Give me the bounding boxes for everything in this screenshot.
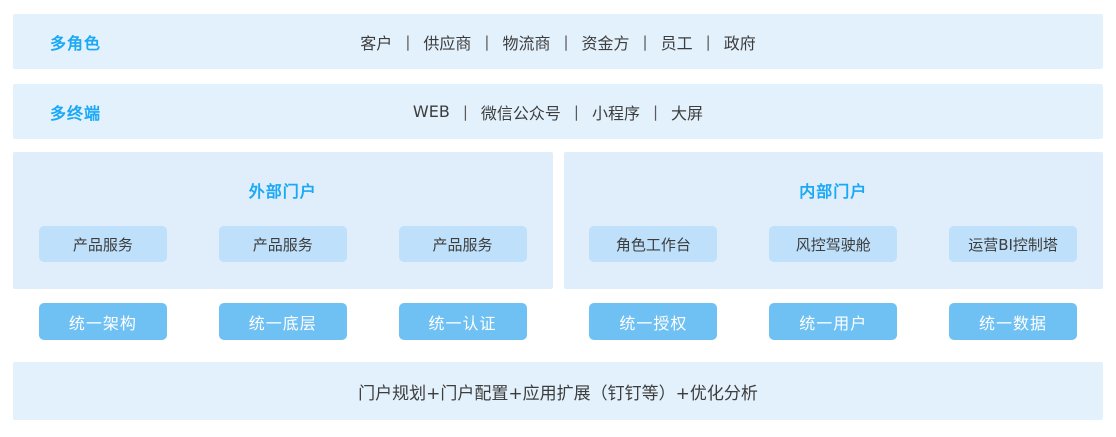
- external-box-product-service-2: 产品服务: [218, 226, 347, 262]
- role-item-government: 政府: [723, 33, 756, 53]
- external-box-product-service-1: 产品服务: [38, 226, 167, 262]
- internal-portal-panel: 内部门户 角色工作台 风控驾驶舱 运营BI控制塔: [563, 152, 1104, 289]
- separator: |: [484, 32, 490, 51]
- panel-column: 产品服务: [13, 226, 193, 262]
- panel-column: 产品服务: [193, 226, 373, 262]
- role-item-funder: 资金方: [581, 33, 630, 53]
- separator: |: [563, 32, 569, 51]
- panel-column: 风控驾驶舱: [743, 226, 923, 262]
- terminal-item-mini-program: 小程序: [591, 103, 640, 123]
- multi-role-items: 客户 | 供应商 | 物流商 | 资金方 | 员工 | 政府: [360, 30, 755, 54]
- footer-band: 门户规划+门户配置+应用扩展（钉钉等）+优化分析: [13, 362, 1103, 420]
- button-column: 统一底层: [193, 303, 373, 340]
- internal-box-role-workbench: 角色工作台: [589, 226, 718, 262]
- separator: |: [462, 102, 468, 121]
- unified-authentication-button: 统一认证: [398, 303, 527, 340]
- external-portal-title: 外部门户: [248, 182, 317, 201]
- unified-buttons-left-group: 统一架构 统一底层 统一认证: [13, 303, 553, 340]
- button-column: 统一认证: [373, 303, 553, 340]
- footer-text: 门户规划+门户配置+应用扩展（钉钉等）+优化分析: [358, 383, 758, 404]
- separator: |: [705, 32, 711, 51]
- button-column: 统一用户: [743, 303, 923, 340]
- unified-base-layer-button: 统一底层: [218, 303, 347, 340]
- terminal-item-web: WEB: [412, 102, 450, 121]
- internal-portal-title: 内部门户: [799, 182, 868, 201]
- unified-authorization-button: 统一授权: [589, 303, 718, 340]
- internal-box-operation-bi-tower: 运营BI控制塔: [949, 226, 1078, 262]
- external-box-product-service-3: 产品服务: [398, 226, 527, 262]
- terminal-item-big-screen: 大屏: [671, 103, 704, 123]
- multi-role-band: 多角色 客户 | 供应商 | 物流商 | 资金方 | 员工 | 政府: [13, 14, 1103, 69]
- unified-architecture-button: 统一架构: [38, 303, 167, 340]
- panel-column: 产品服务: [373, 226, 553, 262]
- panel-column: 角色工作台: [564, 226, 744, 262]
- button-column: 统一架构: [13, 303, 193, 340]
- separator: |: [573, 102, 579, 121]
- role-item-customer: 客户: [360, 33, 393, 53]
- button-column: 统一数据: [923, 303, 1103, 340]
- multi-terminal-label: 多终端: [50, 103, 102, 123]
- unified-data-button: 统一数据: [949, 303, 1078, 340]
- external-portal-boxes: 产品服务 产品服务 产品服务: [13, 226, 553, 262]
- multi-terminal-items: WEB | 微信公众号 | 小程序 | 大屏: [413, 100, 703, 124]
- unified-buttons-row: 统一架构 统一底层 统一认证 统一授权 统一用户 统一数据: [13, 303, 1103, 340]
- button-column: 统一授权: [564, 303, 744, 340]
- multi-terminal-band: 多终端 WEB | 微信公众号 | 小程序 | 大屏: [13, 84, 1103, 139]
- separator: |: [642, 32, 648, 51]
- unified-user-button: 统一用户: [769, 303, 898, 340]
- internal-portal-boxes: 角色工作台 风控驾驶舱 运营BI控制塔: [564, 226, 1104, 262]
- internal-box-risk-cockpit: 风控驾驶舱: [769, 226, 898, 262]
- role-item-supplier: 供应商: [423, 33, 472, 53]
- role-item-employee: 员工: [660, 33, 693, 53]
- portal-panels: 外部门户 产品服务 产品服务 产品服务 内部门户 角色工作台: [13, 152, 1103, 289]
- separator: |: [405, 32, 411, 51]
- external-portal-panel: 外部门户 产品服务 产品服务 产品服务: [13, 152, 553, 289]
- separator: |: [652, 102, 659, 121]
- panel-column: 运营BI控制塔: [923, 226, 1103, 262]
- multi-role-label: 多角色: [50, 33, 102, 53]
- role-item-logistics: 物流商: [502, 33, 551, 53]
- terminal-item-wechat-official: 微信公众号: [480, 103, 561, 123]
- unified-buttons-right-group: 统一授权 统一用户 统一数据: [564, 303, 1104, 340]
